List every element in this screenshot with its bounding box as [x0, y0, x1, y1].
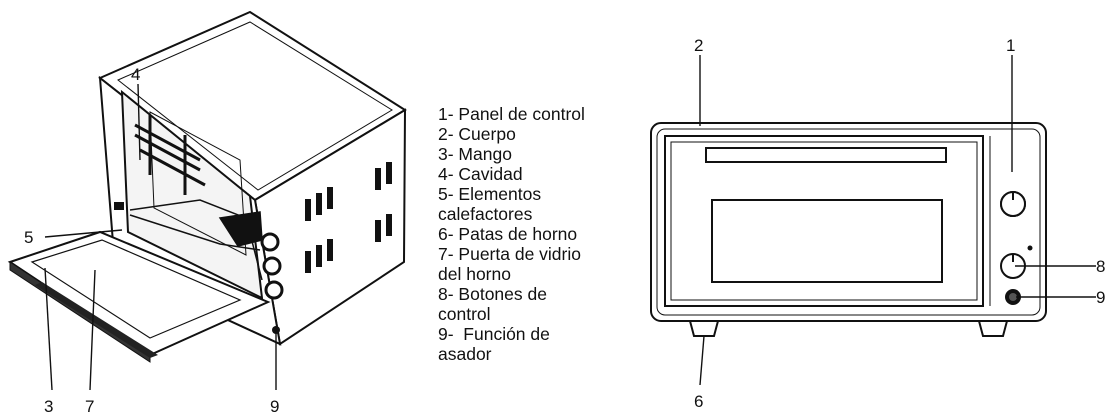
callout-2-right: 2 — [694, 36, 703, 55]
front-oven-illustration — [650, 122, 1047, 337]
legend-line: calefactores — [438, 204, 533, 224]
legend-line: del horno — [438, 264, 511, 284]
legend-line: 8- Botones de — [438, 284, 547, 304]
oven-top-inner — [117, 21, 393, 191]
callout-7-left: 7 — [85, 397, 94, 416]
legend-line: 1- Panel de control — [438, 104, 585, 124]
right-leader-lines — [699, 55, 1096, 386]
legend-line: 4- Cavidad — [438, 164, 523, 184]
callout-5-left: 5 — [24, 228, 33, 247]
callout-9-left: 9 — [270, 397, 279, 416]
parts-legend: 1- Panel de control 2- Cuerpo 3- Mango 4… — [438, 104, 638, 364]
callout-1-right: 1 — [1006, 36, 1015, 55]
callout-9-right: 9 — [1096, 288, 1105, 307]
oven-cavity — [120, 89, 264, 300]
door-glass — [30, 239, 242, 339]
legend-line: asador — [438, 344, 492, 364]
legend-line: 3- Mango — [438, 144, 512, 164]
callout-3-left: 3 — [44, 397, 53, 416]
front-handle — [705, 147, 947, 163]
left-control-knobs — [260, 232, 284, 334]
legend-line: 6- Patas de horno — [438, 224, 578, 244]
callout-6-right: 6 — [694, 392, 703, 411]
front-knob-top — [1000, 191, 1026, 217]
legend-line: 7- Puerta de vidrio — [438, 244, 581, 264]
side-vents — [305, 162, 392, 273]
legend-line: 2- Cuerpo — [438, 124, 516, 144]
left-leader-lines — [44, 83, 277, 391]
callout-8-right: 8 — [1096, 257, 1105, 276]
legend-line: 9- Función de — [438, 324, 550, 344]
legend-line: 5- Elementos — [438, 184, 542, 204]
callout-4-left: 4 — [131, 65, 140, 84]
open-oven-illustration — [7, 10, 407, 363]
door-handle — [35, 282, 158, 358]
front-window — [711, 199, 943, 283]
oven-feet — [688, 320, 1009, 337]
oven-rack — [134, 115, 206, 195]
legend-line: control — [438, 304, 491, 324]
